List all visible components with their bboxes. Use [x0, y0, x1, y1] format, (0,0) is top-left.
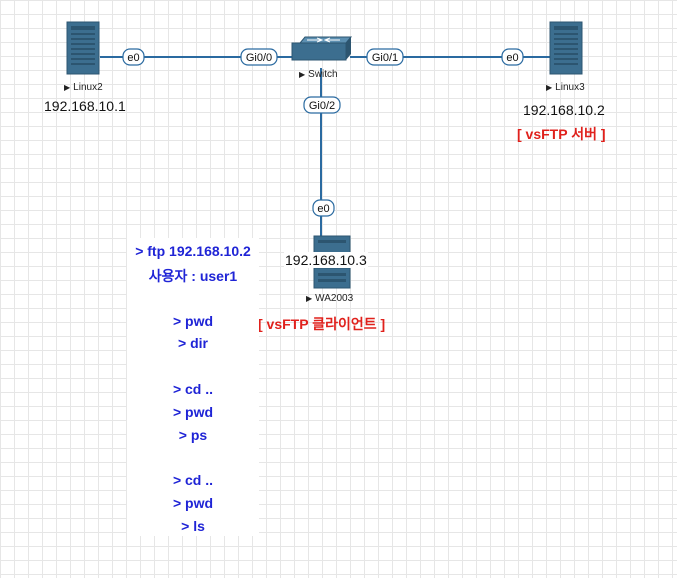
port-label: Gi0/2 — [309, 100, 335, 112]
port-badge-switch-gi01[interactable]: Gi0/1 — [366, 48, 404, 66]
role-linux3: [ vsFTP 서버 ] — [517, 126, 606, 142]
command-line: > ftp 192.168.10.2 — [135, 243, 251, 259]
node-label-switch: ▶Switch — [299, 69, 338, 80]
port-badge-wa2003-e0[interactable]: e0 — [312, 199, 335, 217]
command-line: > cd .. — [172, 472, 214, 488]
command-line: > dir — [178, 335, 208, 351]
server-tower-icon[interactable] — [66, 21, 100, 75]
command-line: > pwd — [172, 495, 214, 511]
command-line: 사용자 : user1 — [148, 268, 238, 284]
workstation-icon[interactable] — [313, 235, 351, 289]
port-label: e0 — [506, 52, 518, 64]
play-triangle-icon: ▶ — [546, 83, 553, 92]
ip-linux2: 192.168.10.1 — [44, 98, 126, 114]
port-label: Gi0/1 — [372, 52, 398, 64]
node-label-linux2: ▶Linux2 — [64, 82, 103, 93]
ip-linux3: 192.168.10.2 — [523, 102, 605, 118]
port-label: e0 — [317, 203, 329, 215]
role-wa2003: [ vsFTP 클라이언트 ] — [258, 316, 386, 332]
ip-wa2003: 192.168.10.3 — [284, 252, 368, 268]
play-triangle-icon: ▶ — [299, 70, 306, 79]
node-label-wa2003: ▶WA2003 — [306, 293, 354, 304]
port-label: Gi0/0 — [246, 52, 272, 64]
switch-icon[interactable] — [291, 36, 353, 61]
command-list: > ftp 192.168.10.2 사용자 : user1 > pwd > d… — [127, 238, 259, 536]
command-line: > cd .. — [172, 381, 214, 397]
play-triangle-icon: ▶ — [306, 294, 313, 303]
command-line: > pwd — [172, 404, 214, 420]
port-badge-switch-gi00[interactable]: Gi0/0 — [240, 48, 278, 66]
node-label-linux3: ▶Linux3 — [546, 82, 585, 93]
port-label: e0 — [127, 52, 139, 64]
port-badge-switch-gi02[interactable]: Gi0/2 — [303, 96, 341, 114]
command-line: > ls — [181, 518, 205, 534]
play-triangle-icon: ▶ — [64, 83, 71, 92]
port-badge-linux3-e0[interactable]: e0 — [501, 48, 524, 66]
command-line: > ps — [178, 427, 208, 443]
server-tower-icon[interactable] — [549, 21, 583, 75]
port-badge-linux2-e0[interactable]: e0 — [122, 48, 145, 66]
command-line: > pwd — [172, 313, 214, 329]
